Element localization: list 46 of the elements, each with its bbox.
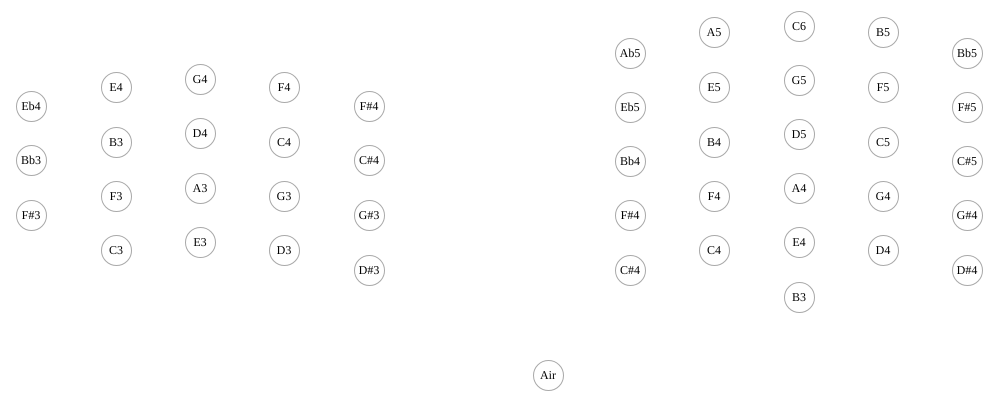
note-circle: Ab5 — [614, 38, 646, 68]
note-circle: C6 — [784, 10, 814, 42]
note-circle: G4 — [184, 64, 216, 94]
note-circle: F#3 — [16, 200, 46, 230]
note-circle: C4 — [698, 234, 730, 266]
note-circle: G4 — [868, 180, 898, 212]
note-circle: F3 — [100, 180, 132, 212]
note-circle: Bb5 — [952, 38, 982, 68]
note-circle: Bb3 — [16, 144, 46, 176]
note-circle: D#4 — [952, 254, 982, 286]
note-circle: F#4 — [354, 90, 384, 122]
note-circle: F4 — [698, 180, 730, 212]
note-circle: F5 — [868, 72, 898, 102]
note-circle: B3 — [100, 126, 132, 158]
note-circle: D3 — [268, 234, 300, 266]
note-circle: Bb4 — [614, 146, 646, 176]
note-circle: F4 — [268, 72, 300, 102]
note-circle: A5 — [698, 16, 730, 48]
note-circle: G#4 — [952, 200, 982, 230]
note-circle: G3 — [268, 180, 300, 212]
note-circle: Eb4 — [16, 90, 46, 122]
note-circle: C4 — [268, 126, 300, 158]
note-circle: C#5 — [952, 146, 982, 176]
note-circle: E3 — [184, 226, 216, 258]
note-circle: G5 — [784, 64, 814, 96]
note-circle: D5 — [784, 118, 814, 150]
note-circle: A4 — [784, 172, 814, 204]
note-circle: E4 — [784, 226, 814, 258]
note-circle: C#4 — [614, 254, 646, 286]
note-circle: E4 — [100, 72, 132, 102]
note-circle: B5 — [868, 16, 898, 48]
note-circle: C3 — [100, 234, 132, 266]
note-circle: C5 — [868, 126, 898, 158]
note-circle: F#5 — [952, 92, 982, 122]
note-circle: E5 — [698, 72, 730, 102]
note-circle: D4 — [868, 234, 898, 266]
note-circle: F#4 — [614, 200, 646, 230]
note-circle: B4 — [698, 126, 730, 158]
note-circle: Air — [532, 360, 564, 390]
note-circle: D#3 — [354, 254, 384, 286]
note-circle: C#4 — [354, 144, 384, 176]
note-circle: G#3 — [354, 200, 384, 230]
note-circle: Eb5 — [614, 92, 646, 122]
note-circle: D4 — [184, 118, 216, 148]
note-circle: A3 — [184, 172, 216, 204]
note-circle: B3 — [784, 282, 814, 312]
